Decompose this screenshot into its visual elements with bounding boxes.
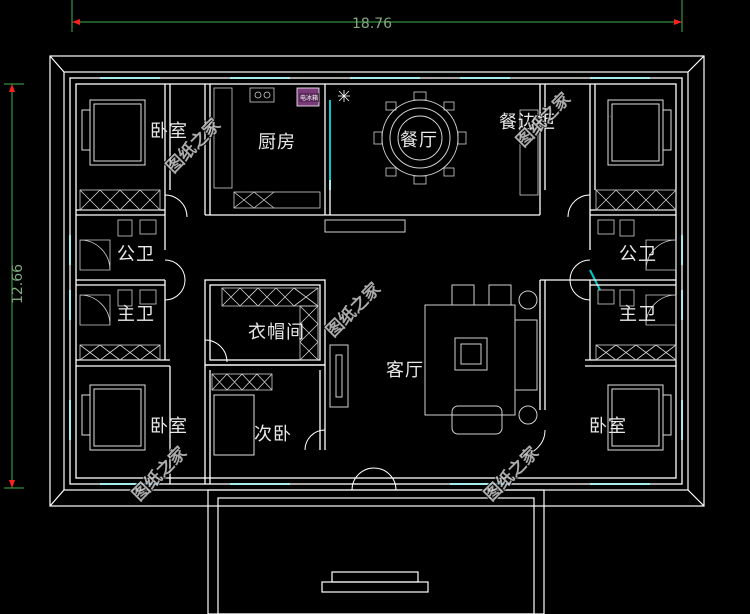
living-furniture	[324, 219, 538, 435]
doors	[164, 194, 591, 491]
room-label-bedroom-nw: 卧室	[150, 121, 188, 142]
room-label-bath-w: 公卫	[117, 244, 155, 265]
room-label-bedroom-sw: 卧室	[150, 416, 188, 437]
kitchen-fixtures	[213, 87, 275, 189]
wardrobes	[79, 109, 677, 391]
dimension-ticks	[9, 19, 682, 488]
room-label-second-bedroom: 次卧	[254, 424, 292, 445]
room-label-bedroom-se: 卧室	[589, 416, 627, 437]
room-label-master-bath-w: 主卫	[117, 304, 155, 325]
beds	[81, 99, 672, 456]
room-label-master-bath-e: 主卫	[619, 304, 657, 325]
width-dimension: 18.76	[352, 16, 393, 32]
room-label-bath-e: 公卫	[619, 244, 657, 265]
room-label-bedroom-ne: 卧室	[608, 117, 612, 118]
room-label-cloakroom: 衣帽间	[248, 322, 305, 343]
roof-outline	[49, 55, 705, 507]
porch	[207, 489, 545, 614]
room-label-living: 客厅	[386, 360, 424, 381]
room-label-sideboard: 餐边柜	[499, 112, 556, 133]
fridge-label: 电冰箱	[299, 93, 320, 102]
dimension-lines	[4, 0, 683, 489]
bathroom-fixtures	[79, 219, 677, 326]
height-dimension: 12.66	[10, 263, 27, 305]
room-label-kitchen: 厨房	[258, 132, 296, 153]
ceiling-light-icon	[338, 90, 350, 102]
room-label-dining: 餐厅	[400, 130, 438, 151]
dining-table	[373, 91, 467, 185]
